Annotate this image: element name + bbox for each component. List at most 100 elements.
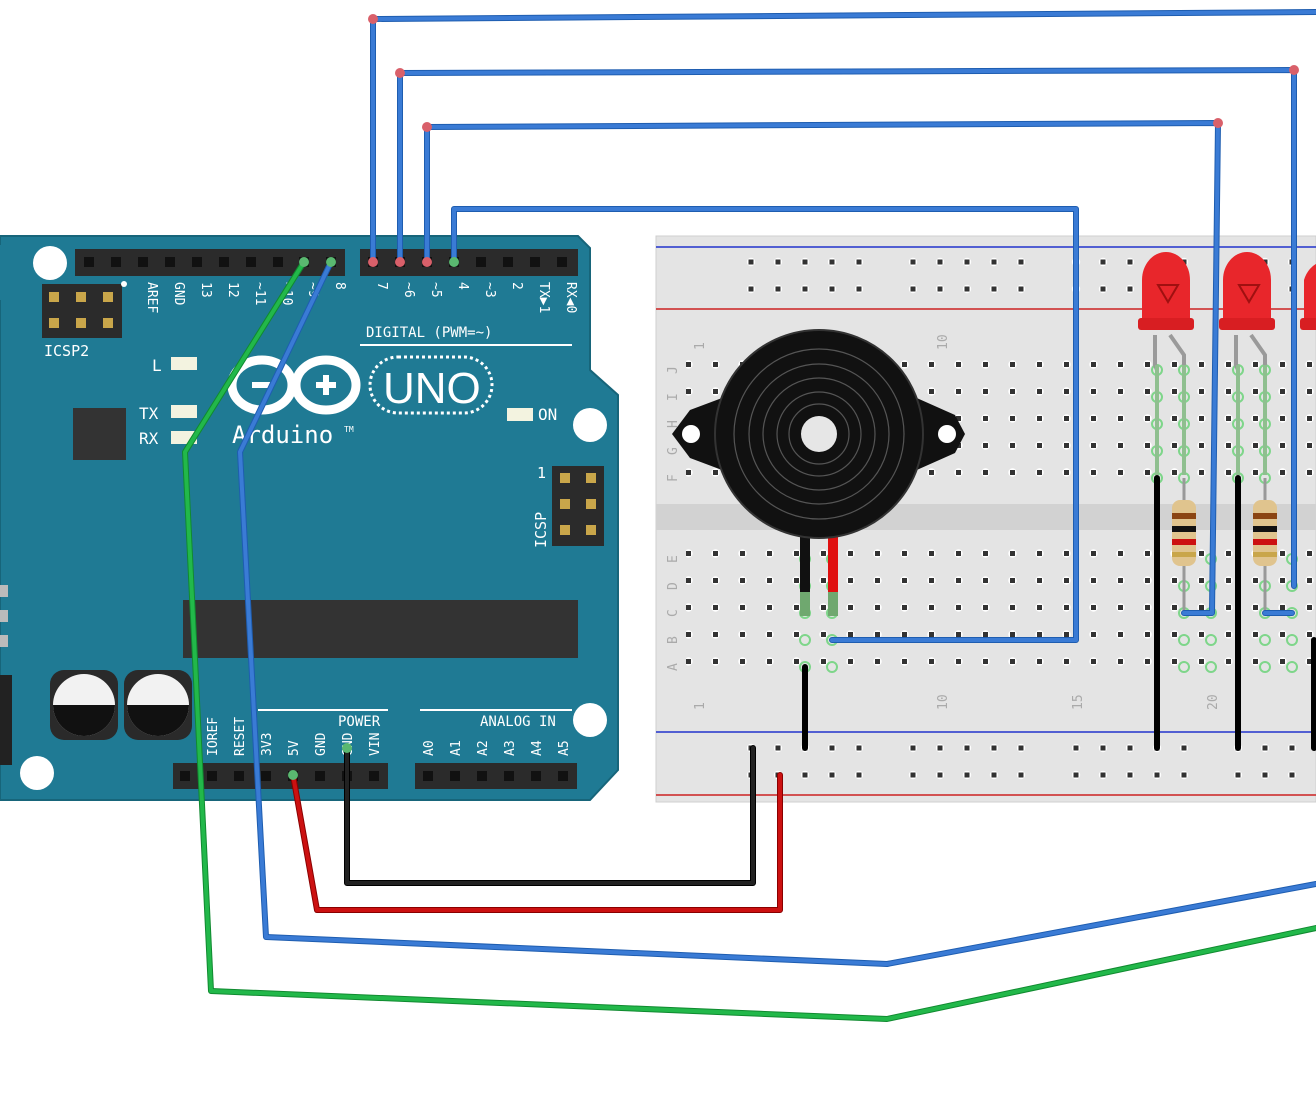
pin-hole	[207, 771, 217, 781]
board-model: UNO	[383, 364, 481, 413]
pin-label: VIN	[368, 733, 383, 756]
pin-label: ~3	[482, 282, 497, 298]
capacitor	[124, 670, 192, 740]
led-on	[507, 408, 533, 421]
pin-label: TX▶1	[536, 282, 551, 313]
pin-hole	[192, 257, 202, 267]
led-tx	[171, 405, 197, 418]
mounting-hole	[573, 408, 607, 442]
row-letter: F	[666, 474, 681, 482]
pin-hole	[111, 257, 121, 267]
row-letter: J	[666, 366, 681, 374]
pin-hole	[165, 257, 175, 267]
pin-hole	[84, 257, 94, 267]
row-letter: H	[666, 420, 681, 428]
pin-label: A4	[530, 740, 545, 756]
pin-label: RESET	[233, 717, 248, 756]
pin-hole	[423, 771, 433, 781]
pin-label: RX◀0	[563, 282, 578, 313]
pin-label: ~11	[252, 282, 267, 305]
microcontroller-chip	[183, 600, 578, 658]
row-letter: E	[666, 555, 681, 563]
pin-hole	[219, 257, 229, 267]
power-pin-labels: IOREFRESET3V35VGNDGNDVINA0A1A2A3A4A5	[206, 717, 572, 756]
terminal-strip-bottom	[686, 546, 1316, 681]
analog-header	[415, 763, 577, 789]
pin-label: ~5	[428, 282, 443, 298]
pin-hole	[369, 771, 379, 781]
power-label: POWER	[338, 714, 381, 730]
led-l-label: L	[152, 356, 162, 375]
column-number: 15	[1071, 694, 1086, 710]
mounting-hole	[573, 703, 607, 737]
pin-label: GND	[314, 732, 329, 756]
buzzer-icon	[672, 329, 965, 616]
row-letter: A	[666, 663, 681, 671]
pin-hole	[246, 257, 256, 267]
row-letter: B	[666, 636, 681, 644]
mounting-hole	[33, 246, 67, 280]
power-pin-holes	[180, 771, 568, 781]
icsp-header	[552, 466, 604, 546]
led-rx-label: RX	[139, 429, 159, 448]
column-number: 10	[936, 694, 951, 710]
row-letter: G	[666, 447, 681, 455]
wires	[182, 9, 1316, 1022]
icsp-pin1: 1	[537, 464, 546, 482]
on-label: ON	[538, 405, 557, 424]
pin-label: 8	[332, 282, 347, 290]
digital-label: DIGITAL (PWM=~)	[366, 325, 492, 341]
pin-hole	[234, 771, 244, 781]
trademark: TM	[344, 425, 354, 434]
pin-label: 4	[455, 282, 470, 290]
pin-label: 12	[225, 282, 240, 298]
pin-hole	[504, 771, 514, 781]
pin-label: 3V3	[260, 733, 275, 756]
usb-chip	[73, 408, 126, 460]
pin-hole	[530, 257, 540, 267]
pin-hole	[180, 771, 190, 781]
pin-hole	[138, 257, 148, 267]
pin-label: A0	[422, 740, 437, 756]
pin-label: 13	[198, 282, 213, 298]
power-header	[173, 763, 388, 789]
pin-label: ~6	[401, 282, 416, 298]
row-letter: C	[666, 609, 681, 617]
pin-label: GND	[171, 282, 186, 306]
led-icon	[1138, 252, 1194, 475]
column-number: 10	[936, 334, 951, 350]
column-number: 20	[1206, 694, 1221, 710]
pin-label: A1	[449, 740, 464, 756]
pin-label: 7	[374, 282, 389, 290]
led-l	[171, 357, 197, 370]
led-icon	[1300, 263, 1316, 330]
pin-hole	[261, 771, 271, 781]
column-number: 1	[693, 342, 708, 350]
pin-hole	[531, 771, 541, 781]
led-tx-label: TX	[139, 404, 159, 423]
pin-label: 2	[509, 282, 524, 290]
pin-hole	[450, 771, 460, 781]
icsp-label: ICSP	[532, 512, 550, 548]
analog-label: ANALOG IN	[480, 714, 556, 730]
mounting-hole	[20, 756, 54, 790]
pin-hole	[315, 771, 325, 781]
pin-hole	[476, 257, 486, 267]
pin-hole	[503, 257, 513, 267]
column-number: 1	[693, 702, 708, 710]
capacitor	[50, 670, 118, 740]
pin-label: IOREF	[206, 717, 221, 756]
pin-label: A2	[476, 740, 491, 756]
pin-hole	[273, 257, 283, 267]
wire-pin7	[370, 9, 1316, 265]
pin-hole	[557, 257, 567, 267]
pin-label: A5	[557, 740, 572, 756]
led-icon	[1219, 252, 1275, 475]
pin-hole	[477, 771, 487, 781]
pin-label: AREF	[144, 282, 159, 313]
icsp2-label: ICSP2	[44, 342, 89, 360]
wire-endpoints	[288, 14, 1299, 780]
